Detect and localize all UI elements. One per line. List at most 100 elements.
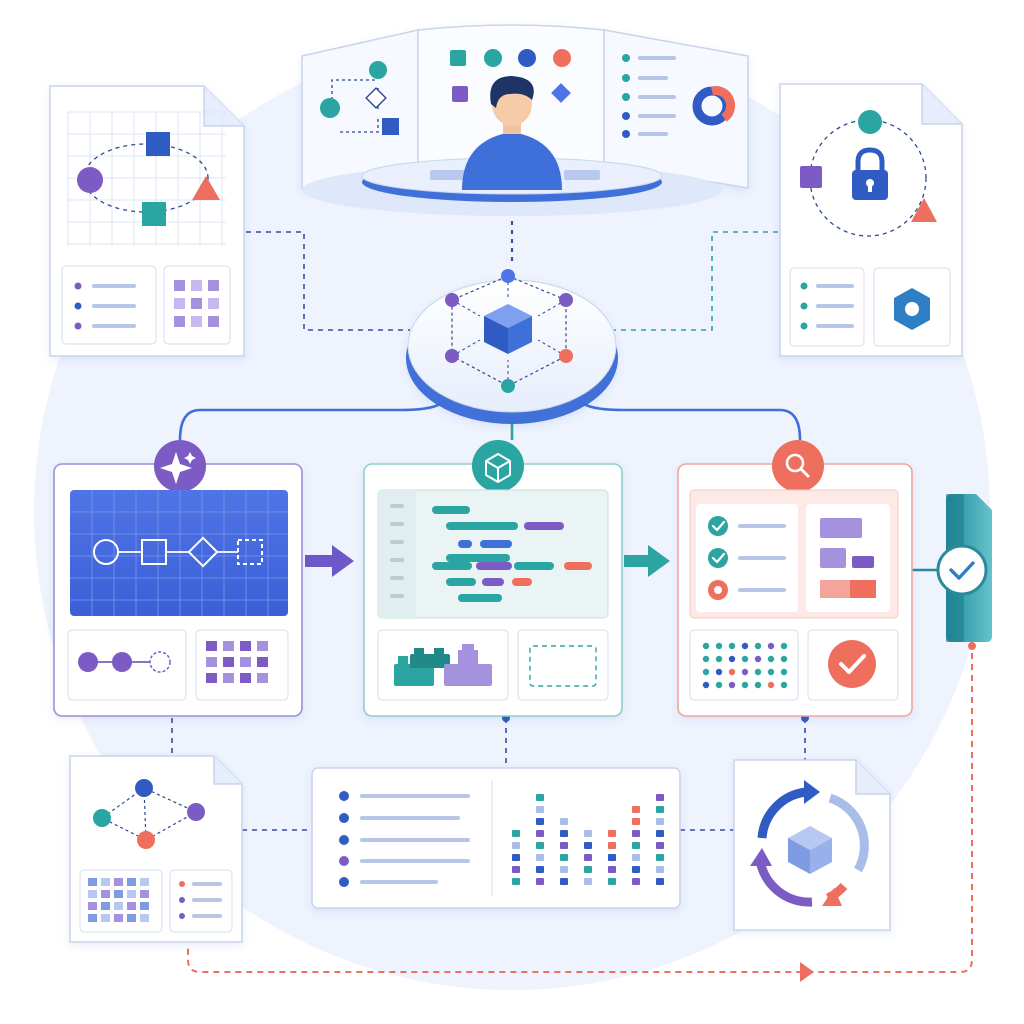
design-blueprint <box>70 490 288 616</box>
matrix-cell <box>101 890 110 898</box>
matrix-dot <box>728 668 736 676</box>
matrix-dot <box>741 642 749 650</box>
matrix-dot <box>715 668 723 676</box>
chart-bar-segment <box>560 830 568 837</box>
matrix-cell <box>101 902 110 910</box>
chart-bar-segment <box>632 806 640 813</box>
build-placeholder-card <box>517 629 609 701</box>
security-list-card <box>789 267 865 347</box>
matrix-dot <box>780 655 788 663</box>
checkmark-icon <box>936 544 988 596</box>
matrix-cell <box>88 890 97 898</box>
chart-bar-segment <box>560 854 568 861</box>
review-dot-matrix <box>689 629 799 701</box>
matrix-dot <box>780 668 788 676</box>
matrix-cell <box>127 902 136 910</box>
chart-bar-segment <box>512 866 520 873</box>
chart-bar-segment <box>536 866 544 873</box>
matrix-cell <box>114 878 123 886</box>
chart-bar-segment <box>656 818 664 825</box>
matrix-cell <box>114 902 123 910</box>
security-diagram <box>800 110 937 237</box>
padlock-icon <box>852 147 888 200</box>
matrix-dot <box>715 655 723 663</box>
central-hub <box>406 279 618 424</box>
matrix-dot <box>780 681 788 689</box>
chart-bar-segment <box>632 854 640 861</box>
chart-bar-segment <box>584 842 592 849</box>
matrix-cell <box>140 878 149 886</box>
chart-bar-segment <box>608 866 616 873</box>
left-screen-flowchart <box>320 61 399 135</box>
design-node-card <box>67 629 187 701</box>
checkmark-circle-icon <box>807 629 899 701</box>
chart-bar-segment <box>584 854 592 861</box>
design-swatch-card <box>195 629 289 701</box>
chart-bar-segment <box>512 830 520 837</box>
designer-person-icon <box>462 76 562 190</box>
refresh-cycle-icon <box>750 780 869 907</box>
chart-bar-segment <box>656 842 664 849</box>
matrix-dot <box>754 681 762 689</box>
chart-bar-segment <box>608 842 616 849</box>
matrix-dot <box>728 642 736 650</box>
matrix-cell <box>114 914 123 922</box>
matrix-cell <box>127 878 136 886</box>
chart-bar-segment <box>608 878 616 885</box>
chart-bar-segment <box>632 818 640 825</box>
analytics-list <box>339 780 493 896</box>
chart-bar-segment <box>632 878 640 885</box>
chart-bar-segment <box>536 878 544 885</box>
matrix-dot <box>754 655 762 663</box>
matrix-dot <box>728 681 736 689</box>
chart-bar-segment <box>560 878 568 885</box>
chart-bar-segment <box>632 866 640 873</box>
matrix-cell <box>140 902 149 910</box>
matrix-dot <box>702 681 710 689</box>
chart-bar-segment <box>536 806 544 813</box>
right-screen-list <box>622 54 676 138</box>
matrix-cell <box>127 914 136 922</box>
chart-bar-segment <box>536 794 544 801</box>
matrix-cell <box>140 914 149 922</box>
chart-bar-segment <box>560 866 568 873</box>
chart-bar-segment <box>656 878 664 885</box>
chart-bar-segment <box>536 818 544 825</box>
network-graph-icon <box>93 779 205 849</box>
matrix-dot <box>767 668 775 676</box>
matrix-cell <box>114 890 123 898</box>
chart-bar-segment <box>608 854 616 861</box>
matrix-dot <box>702 642 710 650</box>
chart-bar-segment <box>584 830 592 837</box>
chart-bar-segment <box>536 842 544 849</box>
matrix-cell <box>88 914 97 922</box>
chart-bar-segment <box>560 842 568 849</box>
build-blocks-card <box>377 629 509 701</box>
matrix-dot <box>780 642 788 650</box>
chart-bar-segment <box>656 806 664 813</box>
chart-bar-segment <box>632 842 640 849</box>
matrix-cell <box>140 890 149 898</box>
chart-bar-segment <box>656 794 664 801</box>
chart-bar-segment <box>584 866 592 873</box>
matrix-cell <box>88 902 97 910</box>
matrix-dot <box>741 668 749 676</box>
matrix-dot <box>702 655 710 663</box>
matrix-dot <box>767 642 775 650</box>
matrix-cell <box>88 878 97 886</box>
matrix-dot <box>702 668 710 676</box>
cube-network-hub-icon <box>445 269 573 393</box>
magnifier-icon <box>772 440 824 492</box>
chart-bar-segment <box>512 842 520 849</box>
chart-bar-segment <box>608 830 616 837</box>
matrix-dot <box>728 655 736 663</box>
matrix-cell <box>101 878 110 886</box>
graph-matrix-card <box>79 869 163 933</box>
sparkle-icon <box>154 440 206 492</box>
code-editor <box>377 489 609 619</box>
matrix-dot <box>715 642 723 650</box>
chart-bar-segment <box>512 854 520 861</box>
matrix-cell <box>101 914 110 922</box>
matrix-dot <box>741 681 749 689</box>
